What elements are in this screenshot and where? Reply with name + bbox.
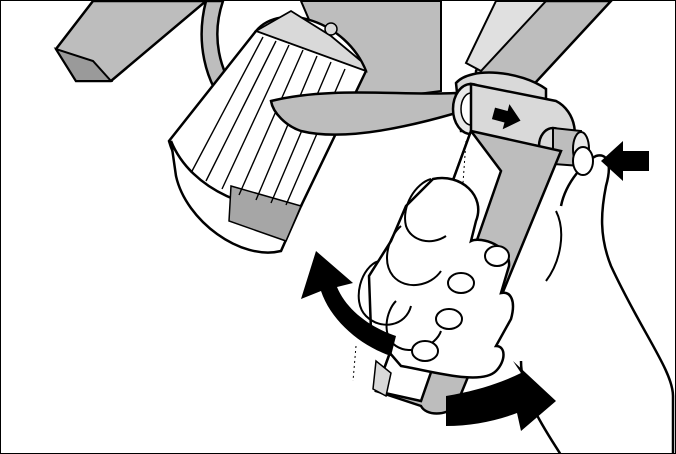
fingernail — [436, 309, 462, 329]
fingernail — [412, 341, 438, 361]
lamp-arm — [56, 1, 206, 81]
fingernail — [485, 246, 509, 266]
thumbnail — [573, 147, 593, 175]
fingernail — [448, 273, 474, 293]
lamp-bracket — [271, 92, 456, 134]
